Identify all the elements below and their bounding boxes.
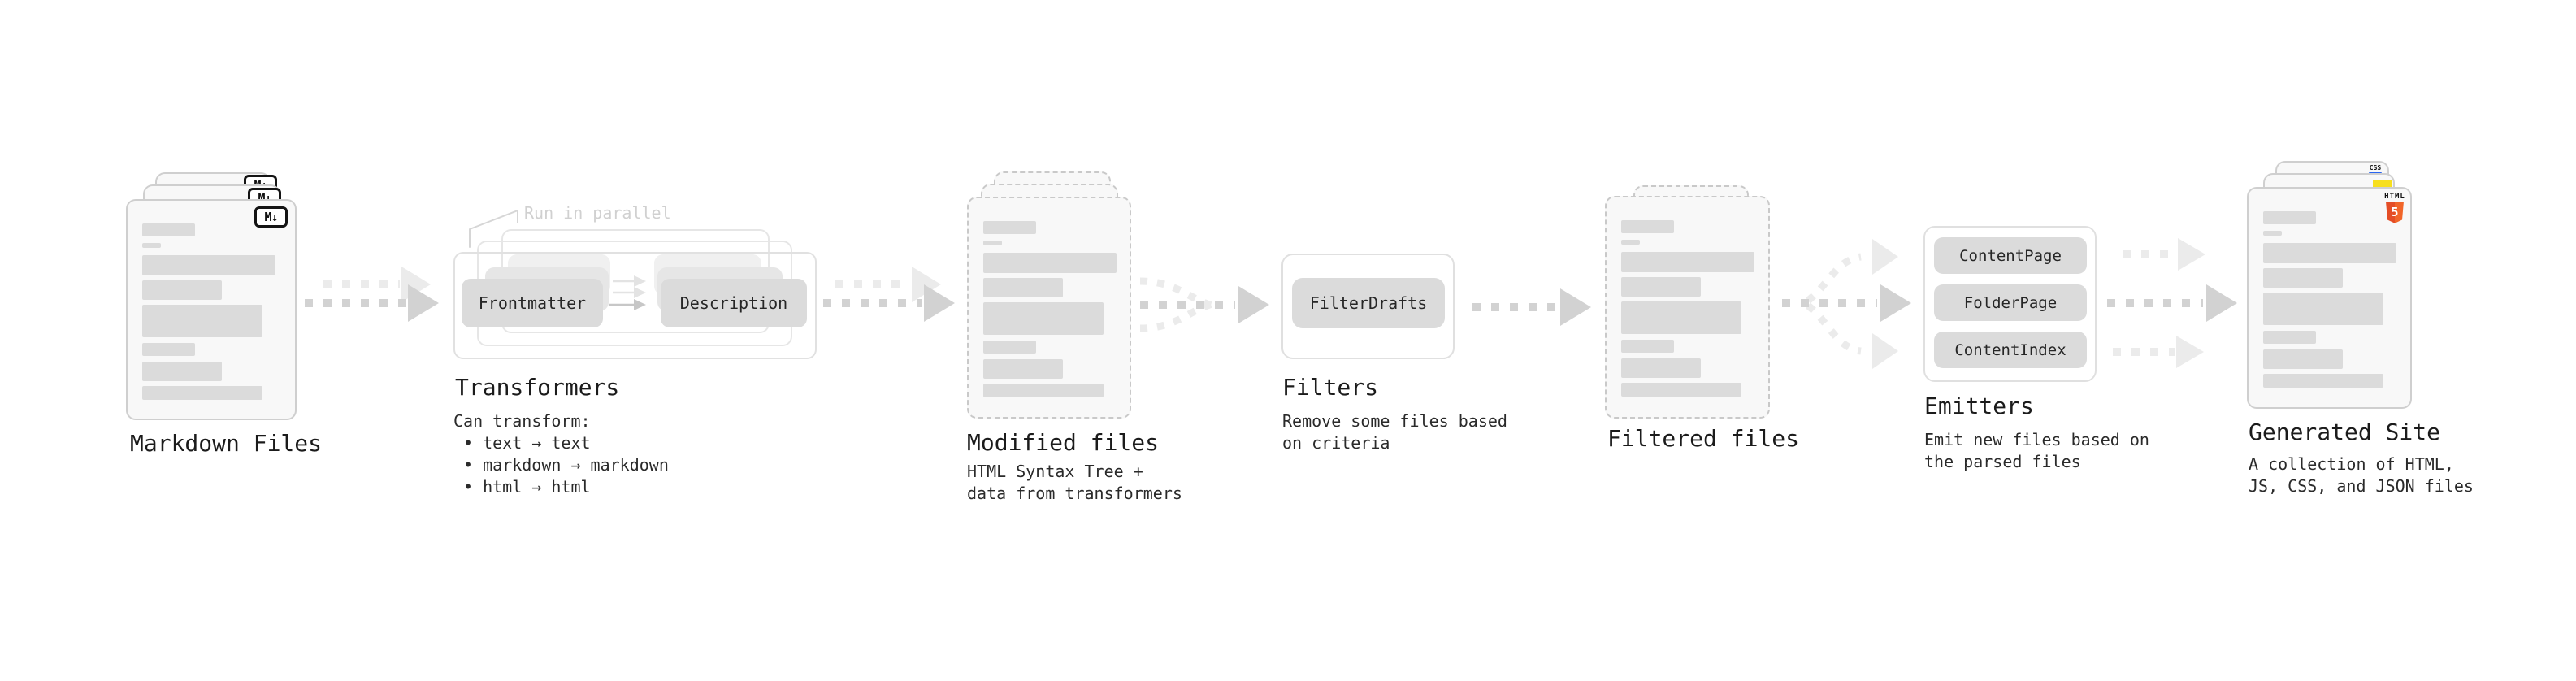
skeleton-bar xyxy=(142,255,275,275)
modified-files-label: Modified files xyxy=(967,429,1160,456)
modified-files-desc: HTML Syntax Tree + xyxy=(967,462,1143,481)
filters-desc: on criteria xyxy=(1282,433,1390,453)
emitter-pill-folderpage: FolderPage xyxy=(1934,284,2087,321)
skeleton-bar xyxy=(2263,374,2383,388)
transformers-bullet: • html → html xyxy=(463,477,591,497)
skeleton-bar xyxy=(2263,293,2383,325)
emitters-desc: the parsed files xyxy=(1924,452,2081,471)
arrow-filters-to-filtered xyxy=(1472,288,1591,326)
skeleton-bar xyxy=(1621,301,1741,334)
html5-icon-number: 5 xyxy=(2391,205,2399,220)
html5-icon-word: HTML xyxy=(2384,193,2405,201)
skeleton-bar xyxy=(983,241,1002,245)
generated-site-desc: A collection of HTML, xyxy=(2249,454,2454,474)
skeleton-bar xyxy=(142,243,161,248)
transformers-label: Transformers xyxy=(455,374,620,401)
skeleton-bar xyxy=(1621,358,1701,378)
filters-desc: Remove some files based xyxy=(1282,411,1507,431)
description-pill: Description xyxy=(661,279,807,327)
transformer-group-front xyxy=(453,252,817,359)
arrow-modified-to-filters xyxy=(1139,277,1269,332)
generated-site-desc: JS, CSS, and JSON files xyxy=(2249,476,2474,496)
css-icon-text: CSS xyxy=(2369,164,2382,171)
modified-file-card-front xyxy=(967,197,1131,419)
transformers-bullet: • markdown → markdown xyxy=(463,455,669,475)
skeleton-bar xyxy=(1621,220,1674,233)
skeleton-bar xyxy=(1621,240,1640,245)
skeleton-bar xyxy=(2263,331,2316,344)
skeleton-bar xyxy=(983,340,1036,354)
run-in-parallel-annotation: Run in parallel xyxy=(524,203,671,223)
skeleton-bar xyxy=(2263,349,2343,369)
skeleton-bar xyxy=(983,302,1104,335)
skeleton-bar xyxy=(983,384,1104,397)
skeleton-bar xyxy=(142,305,262,337)
skeleton-bar xyxy=(983,253,1117,273)
filtered-files-label: Filtered files xyxy=(1607,425,1800,452)
html5-icon: HTML 5 xyxy=(2377,193,2413,223)
skeleton-bar xyxy=(2263,268,2343,288)
skeleton-bar xyxy=(983,221,1036,234)
arrow-emitters-to-generated xyxy=(2107,238,2237,368)
skeleton-bar xyxy=(983,278,1063,297)
skeleton-bar xyxy=(2263,211,2316,224)
filters-label: Filters xyxy=(1282,374,1379,401)
skeleton-bar xyxy=(2263,231,2282,236)
filterdrafts-pill: FilterDrafts xyxy=(1292,278,1445,328)
emitters-desc: Emit new files based on xyxy=(1924,430,2149,449)
emitters-label: Emitters xyxy=(1924,393,2034,419)
skeleton-bar xyxy=(142,223,195,236)
modified-files-desc: data from transformers xyxy=(967,484,1182,503)
emitter-pill-contentpage: ContentPage xyxy=(1934,237,2087,274)
markdown-files-label: Markdown Files xyxy=(130,430,323,457)
emitter-pill-contentindex: ContentIndex xyxy=(1934,332,2087,368)
skeleton-bar xyxy=(142,386,262,400)
arrow-filtered-to-emitters xyxy=(1782,239,1911,369)
skeleton-bar xyxy=(1621,340,1674,353)
skeleton-bar xyxy=(1621,383,1741,397)
arrow-transformers-to-modified xyxy=(823,267,955,322)
skeleton-bar xyxy=(1621,252,1754,272)
js-icon xyxy=(2373,180,2392,189)
markdown-icon: M↓ xyxy=(254,206,288,228)
skeleton-bar xyxy=(142,343,195,356)
skeleton-bar xyxy=(142,362,222,381)
html5-icon-shield: 5 xyxy=(2386,201,2404,223)
transformers-bullet: • text → text xyxy=(463,433,591,453)
frontmatter-pill: Frontmatter xyxy=(462,279,603,327)
transformers-desc-title: Can transform: xyxy=(453,411,591,431)
skeleton-bar xyxy=(142,280,222,300)
generated-site-label: Generated Site xyxy=(2249,419,2441,445)
skeleton-bar xyxy=(2263,243,2396,263)
arrow-markdown-to-transformers xyxy=(305,267,439,322)
generated-file-card-front: HTML 5 xyxy=(2247,187,2412,409)
markdown-file-card-front: M↓ xyxy=(126,199,297,420)
filtered-file-card-front xyxy=(1605,196,1770,419)
skeleton-bar xyxy=(1621,277,1701,297)
skeleton-bar xyxy=(983,359,1063,379)
